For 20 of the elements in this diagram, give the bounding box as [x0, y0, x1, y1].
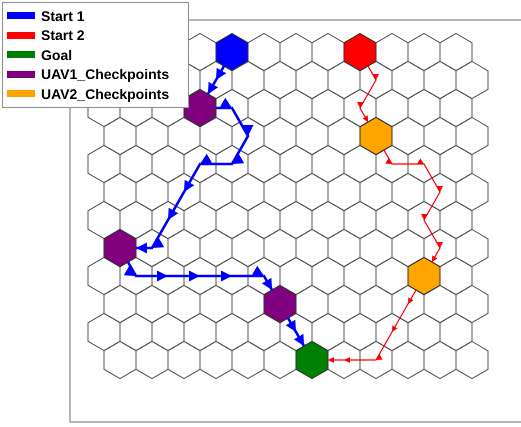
legend-label: UAV1_Checkpoints: [41, 66, 170, 82]
path-arrow: [357, 66, 379, 122]
path-arrow: [286, 317, 306, 347]
path-arrow: [124, 261, 274, 291]
hexagon-cell: [264, 284, 296, 324]
hexagon-cell: [104, 228, 136, 268]
path-arrow: [206, 65, 226, 95]
legend-label: Goal: [41, 46, 72, 63]
path-arrow: [328, 290, 417, 363]
hexagon-cell: [184, 88, 216, 128]
legend-label: Start 1: [41, 8, 85, 24]
path-arrow: [383, 150, 443, 262]
legend-label: Start 2: [41, 27, 85, 44]
hexagon-cell: [296, 340, 328, 380]
hexagon-cell: [344, 32, 376, 72]
hexagon-cell: [216, 32, 248, 72]
legend-label: UAV2_Checkpoints: [41, 86, 170, 102]
hexagon-cell: [408, 256, 440, 296]
hexagon-cell: [360, 116, 392, 156]
path-arrow: [136, 98, 254, 254]
